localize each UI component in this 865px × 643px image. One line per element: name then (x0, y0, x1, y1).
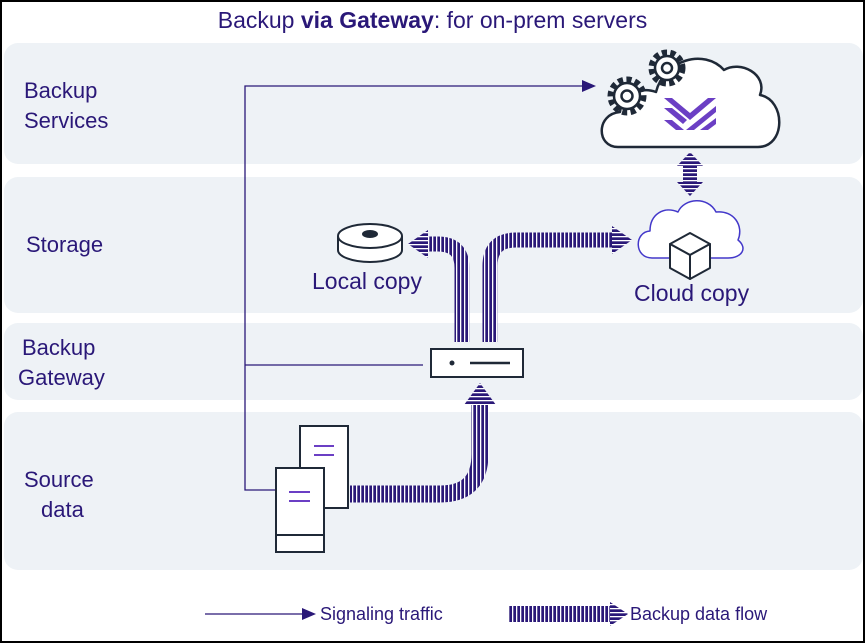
row-label-storage: Storage (26, 232, 104, 257)
gears-icon (607, 49, 686, 116)
backup-flow-source-to-gateway (350, 383, 496, 503)
backup-flow-to-local-copy (408, 230, 470, 342)
legend-backup-flow-glyph (508, 602, 628, 626)
legend-signaling-label: Signaling traffic (320, 604, 443, 624)
double-arrow-services-cloud (677, 152, 703, 196)
brand-logo-icon (664, 98, 716, 130)
gateway-device-icon (430, 348, 524, 378)
local-copy-label: Local copy (312, 268, 422, 294)
server-icon (275, 425, 349, 553)
cloud-icon (600, 57, 781, 149)
disk-icon (337, 223, 403, 263)
cloud-copy-label: Cloud copy (634, 280, 750, 306)
legend-backup-flow-label: Backup data flow (630, 604, 768, 624)
legend-signaling-glyph (205, 608, 316, 620)
diagram-title: Backup via Gateway: for on-prem servers (217, 7, 648, 33)
signaling-line (244, 85, 594, 491)
backup-flow-to-cloud-copy (482, 226, 632, 342)
signaling-arrowhead (582, 80, 596, 92)
cloud-copy-icon (637, 200, 744, 259)
cube-icon (669, 232, 711, 280)
